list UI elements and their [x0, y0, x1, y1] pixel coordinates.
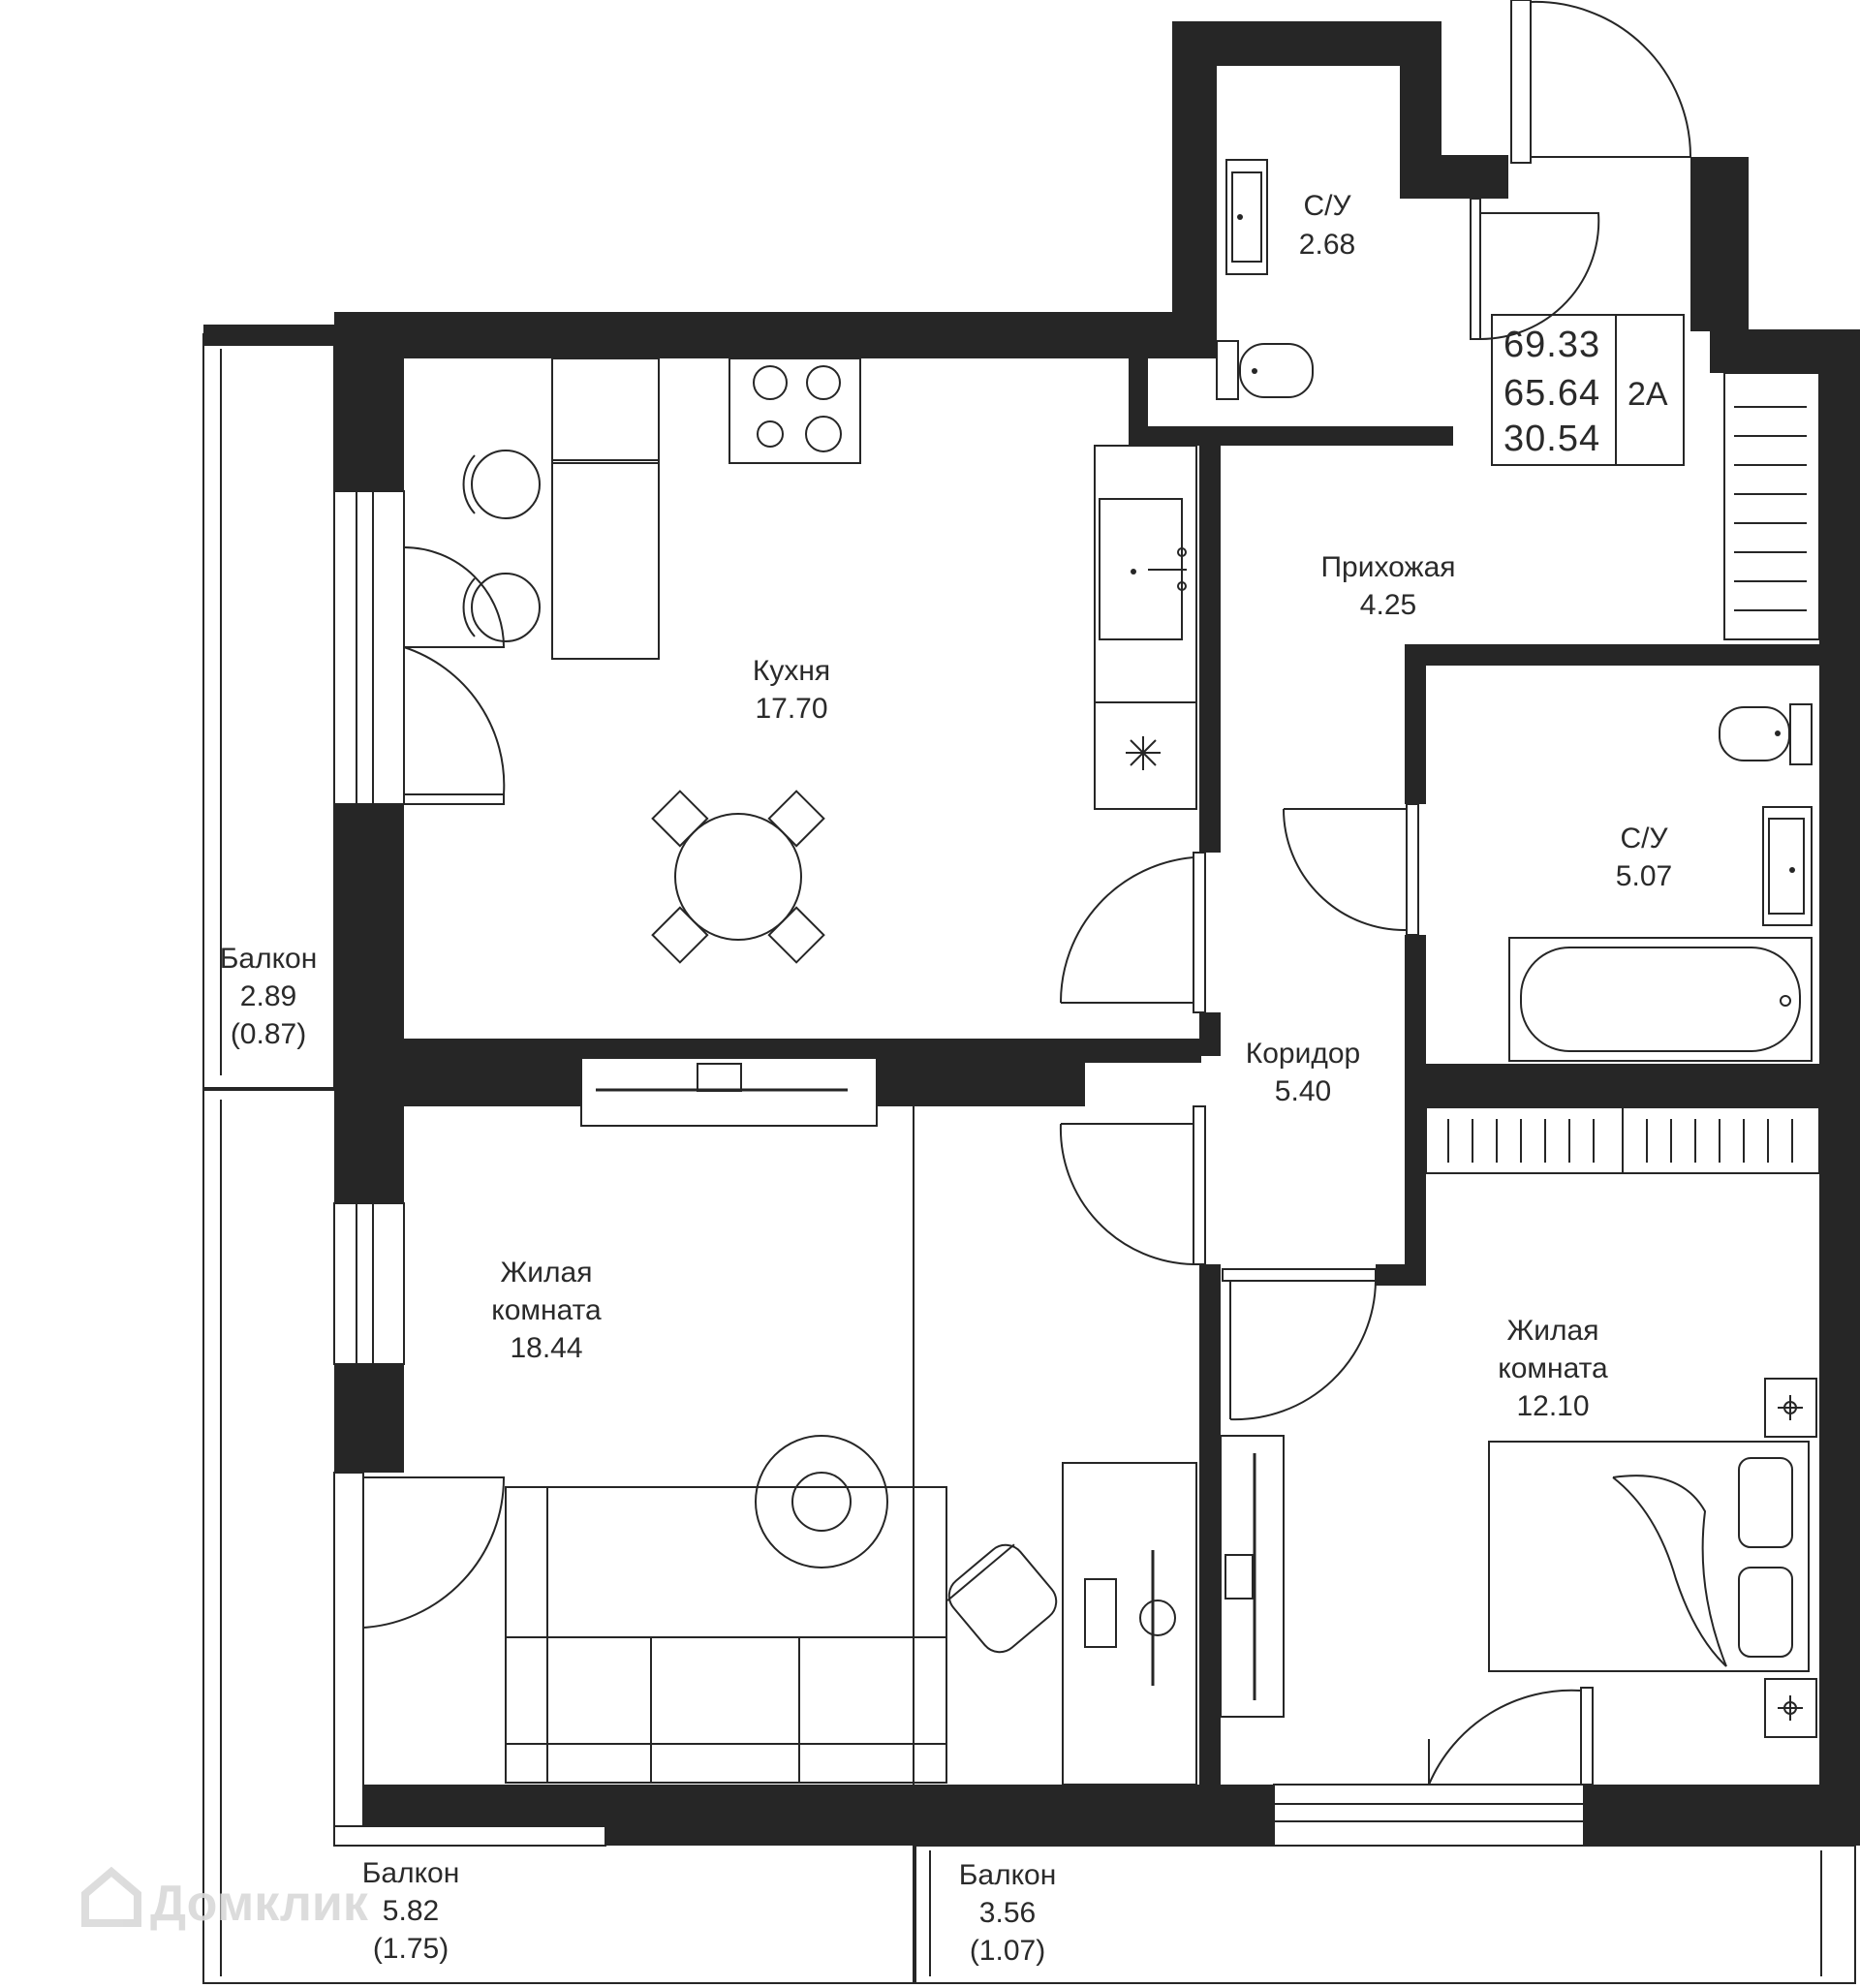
rug-icon [755, 1435, 888, 1569]
desk-icon [1062, 1462, 1197, 1786]
balcony-living-reduced-area: (1.75) [373, 1933, 449, 1965]
fridge-icon [1126, 736, 1161, 770]
living-rooms-area: 30.54 [1504, 419, 1600, 459]
wardrobe-icon [1723, 372, 1820, 640]
office-chair-icon [946, 1543, 1058, 1654]
balcony-kitchen-area: 2.89 [240, 980, 296, 1012]
windows [333, 490, 1585, 1847]
sink-icon-2 [1762, 806, 1813, 926]
small-bathroom-door-icon [1470, 198, 1600, 341]
bathroom-large-area: 5.07 [1616, 860, 1672, 892]
area-summary: 69.33 65.64 30.54 2A [1491, 314, 1685, 466]
living-room-door-icon [1059, 1105, 1206, 1265]
bedroom-balcony-door-icon [1428, 1687, 1594, 1786]
sink-icon [1225, 159, 1268, 275]
bathroom-large-door-icon [1283, 803, 1419, 936]
kitchen-door-icon [403, 546, 506, 805]
entrance-door-icon [1510, 0, 1691, 164]
living-area-with-balconies: 65.64 [1504, 373, 1600, 414]
tv-stand-icon [580, 1057, 878, 1127]
balcony-living-name: Балкон [362, 1857, 460, 1889]
kitchen-corridor-door-icon [1059, 852, 1206, 1013]
kitchen-name: Кухня [753, 655, 830, 687]
sofa-icon [505, 1486, 947, 1784]
kitchen-sink-icon [1131, 547, 1187, 591]
bar-stool-icon [462, 450, 541, 642]
living-room-small-area: 12.10 [1516, 1390, 1589, 1422]
balcony-kitchen-reduced-area: (0.87) [231, 1018, 306, 1050]
balcony-bedroom-area: 3.56 [979, 1897, 1036, 1929]
wardrobe-icon-2 [1425, 1106, 1820, 1174]
kitchen-counter-icon [551, 357, 1197, 810]
living-room-large-area: 18.44 [510, 1332, 582, 1364]
bathroom-large-name: С/У [1620, 823, 1668, 854]
watermark-text: Домклик [150, 1876, 369, 1932]
dining-table-icon [651, 790, 825, 964]
apartment-type: 2A [1628, 376, 1668, 413]
hallway-name: Прихожая [1320, 551, 1455, 583]
stove-icon [753, 365, 842, 452]
balcony-outlines [202, 333, 1856, 1984]
living-balcony-door-icon [362, 1473, 506, 1629]
tv-stand-icon-2 [1220, 1435, 1285, 1718]
living-room-small-name-2: комната [1498, 1352, 1608, 1384]
kitchen-area: 17.70 [755, 693, 827, 725]
living-room-small-name-1: Жилая [1507, 1315, 1599, 1347]
bathtub-icon [1508, 937, 1813, 1062]
balcony-kitchen-name: Балкон [220, 943, 318, 975]
bedroom-door-icon [1222, 1268, 1377, 1421]
furniture [462, 159, 1820, 1786]
living-room-large-name-1: Жилая [501, 1257, 593, 1289]
balcony-living-area: 5.82 [383, 1895, 439, 1927]
bathroom-small-name: С/У [1303, 190, 1351, 222]
bathroom-small-area: 2.68 [1299, 229, 1355, 261]
toilet-icon-2 [1719, 703, 1813, 765]
walls [203, 21, 1860, 1846]
hallway-area: 4.25 [1360, 589, 1416, 621]
doors [362, 0, 1691, 1786]
room-labels: С/У 2.68 Прихожая 4.25 Кухня 17.70 С/У 5… [220, 190, 1672, 1967]
balcony-bedroom-reduced-area: (1.07) [970, 1935, 1045, 1967]
watermark: Домклик [81, 1866, 369, 1932]
nightstand-icon [1764, 1378, 1817, 1738]
house-logo-icon [81, 1866, 141, 1927]
living-room-large-name-2: комната [491, 1294, 602, 1326]
bed-icon [1488, 1441, 1810, 1672]
balcony-bedroom-name: Балкон [959, 1859, 1057, 1891]
toilet-icon [1216, 340, 1314, 400]
total-area: 69.33 [1504, 325, 1600, 365]
corridor-area: 5.40 [1275, 1075, 1331, 1107]
corridor-name: Коридор [1246, 1038, 1360, 1070]
